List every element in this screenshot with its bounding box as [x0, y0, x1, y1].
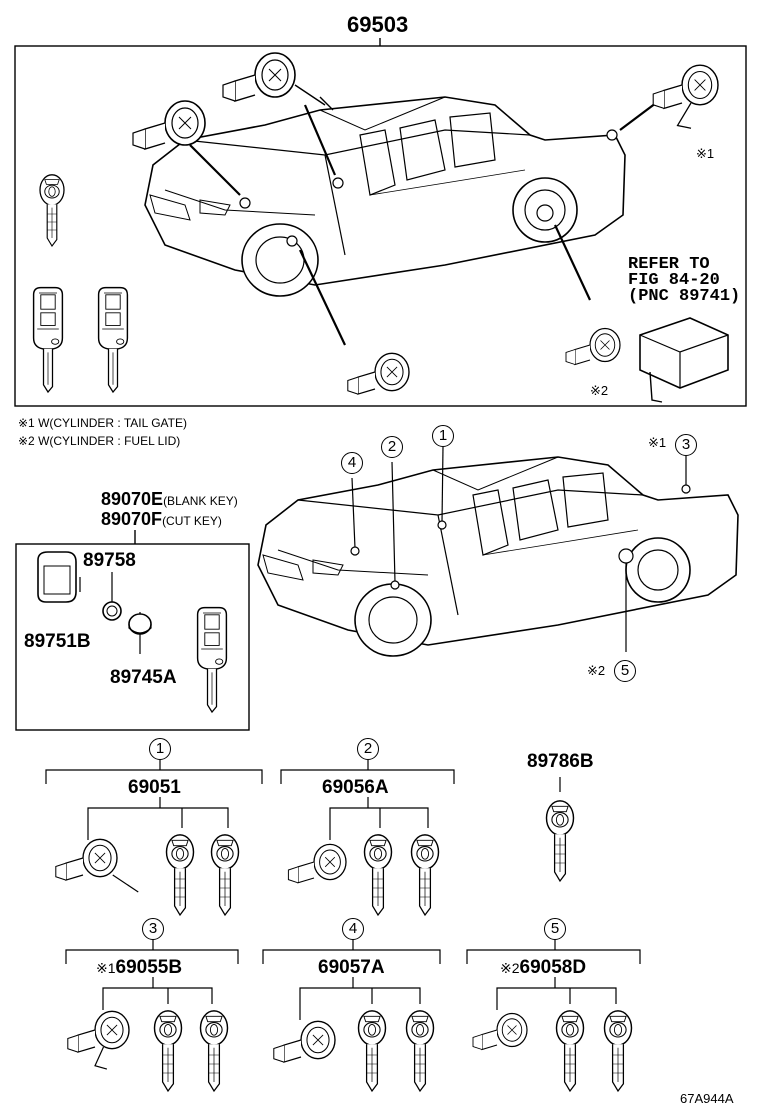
leader-circles-top [239, 129, 618, 247]
tailgate-cylinder-icon [652, 64, 719, 129]
set1-ignition-cylinder-icon [55, 838, 139, 893]
set-4-part: 69057A [318, 957, 385, 978]
door-lock-cylinder-icon [132, 100, 206, 150]
part-label-89070F: 89070F(CUT KEY) [101, 510, 222, 528]
set-1-index: 1 [149, 738, 171, 760]
fob-key-icon-mid [196, 606, 228, 713]
refer-note-line-3: (PNC 89741) [628, 287, 741, 306]
truck-illustration-bottom [257, 456, 739, 657]
set5-fuel-lid-cylinder-icon [472, 1012, 528, 1051]
callout-1: 1 [432, 425, 454, 447]
set2-door-cylinder-icon [287, 843, 347, 884]
callout-5: 5 [614, 660, 636, 682]
part-number-89070E: 89070E [101, 489, 164, 509]
callout-3-marker: ※1 [648, 435, 667, 450]
note-line-1: ※1 W(CYLINDER : TAIL GATE) [18, 416, 187, 430]
set3-tailgate-cylinder-icon [67, 1010, 130, 1070]
set-5-part: ※269058D [500, 958, 586, 977]
single-key-icon [545, 800, 575, 882]
set-5-prefix: ※2 [500, 960, 520, 976]
part-label-89758: 89758 [83, 550, 136, 571]
set3-key-icon-1 [153, 1010, 183, 1092]
set-2-part: 69056A [322, 777, 389, 798]
set-3-part-number: 69055B [115, 957, 183, 978]
marker-1-top: ※1 [696, 146, 715, 161]
set-3-prefix: ※1 [96, 960, 116, 976]
ignition-cylinder-icon [222, 52, 334, 111]
blank-key-suffix: (BLANK KEY) [163, 494, 238, 508]
part-number-89070F: 89070F [101, 509, 163, 529]
refer-note-line-2: FIG 84-20 [628, 271, 720, 290]
part-label-89745A: 89745A [110, 667, 177, 688]
set5-key-icon-2 [603, 1010, 633, 1092]
set1-key-icon-2 [210, 834, 240, 916]
callout-5-marker: ※2 [587, 663, 606, 678]
callout-2: 2 [381, 436, 403, 458]
set5-key-icon-1 [555, 1010, 585, 1092]
set4-key-icon-2 [405, 1010, 435, 1092]
set1-key-icon-1 [165, 834, 195, 916]
truck-illustration-top [144, 96, 626, 297]
set4-lock-cylinder-icon [273, 1020, 336, 1063]
set-5-index: 5 [544, 918, 566, 940]
fob-key-icon-top-1 [32, 286, 64, 393]
note-line-2: ※2 W(CYLINDER : FUEL LID) [18, 434, 181, 448]
marker-2-top: ※2 [590, 383, 609, 398]
callout-3: 3 [675, 434, 697, 456]
receiver-module-icon [639, 317, 729, 403]
set3-key-icon-2 [199, 1010, 229, 1092]
lock-cylinder-small-icon [347, 352, 410, 395]
set-3-part: ※169055B [96, 958, 182, 977]
set-brackets [45, 760, 641, 1020]
set2-key-icon-2 [410, 834, 440, 916]
set-2-index: 2 [357, 738, 379, 760]
key-icon-top-1 [39, 174, 65, 247]
set2-key-icon-1 [363, 834, 393, 916]
set-1-part: 69051 [128, 777, 181, 798]
battery-holder-icon [102, 601, 122, 621]
set4-key-icon-1 [357, 1010, 387, 1092]
set-3-index: 3 [142, 918, 164, 940]
callout-4: 4 [341, 452, 363, 474]
single-key-part: 89786B [527, 751, 594, 772]
set-5-part-number: 69058D [519, 957, 587, 978]
figure-id: 67A944A [680, 1091, 734, 1106]
battery-icon [128, 613, 152, 635]
callout-leaders-bottom [350, 446, 691, 652]
blank-key-shell-icon [37, 551, 77, 603]
part-label-89070E: 89070E(BLANK KEY) [101, 490, 238, 508]
fob-key-icon-top-2 [97, 286, 129, 393]
refer-note-line-1: REFER TO [628, 255, 710, 274]
top-group-frame [14, 38, 747, 407]
cut-key-suffix: (CUT KEY) [162, 514, 222, 528]
fuel-lid-cylinder-icon [565, 327, 621, 366]
set-4-index: 4 [342, 918, 364, 940]
part-label-69503: 69503 [347, 12, 409, 37]
part-label-89751B: 89751B [24, 631, 91, 652]
